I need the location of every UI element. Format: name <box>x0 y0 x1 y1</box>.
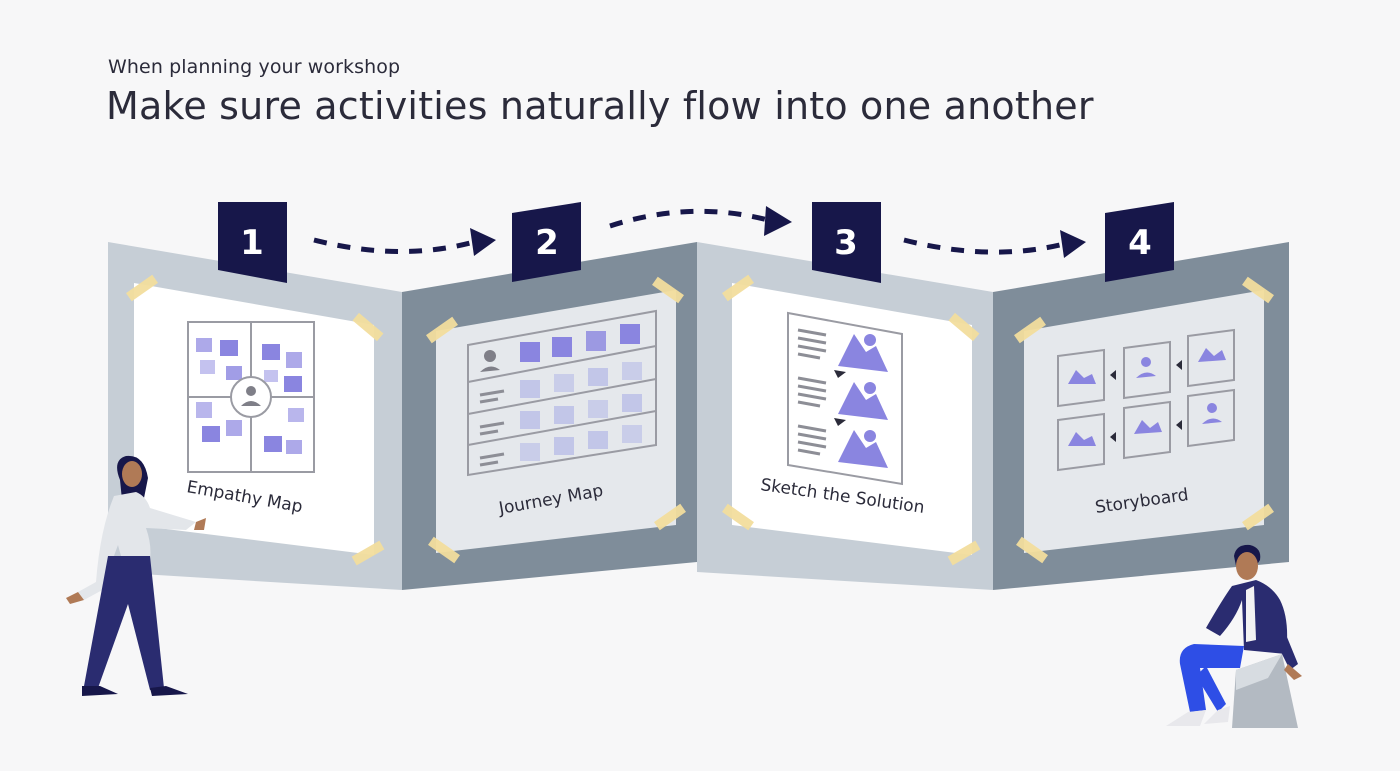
step-badge-2: 2 <box>512 202 581 282</box>
svg-text:4: 4 <box>1128 223 1152 263</box>
journey-map-table-icon <box>467 309 657 477</box>
storyboard-arrows <box>1110 360 1182 442</box>
step-badge-1: 1 <box>218 202 287 283</box>
storyboard-frame-contents <box>1068 348 1226 446</box>
svg-text:2: 2 <box>535 223 559 263</box>
svg-text:3: 3 <box>834 223 858 263</box>
step-badge-3: 3 <box>812 202 881 283</box>
step-badge-4: 4 <box>1105 202 1174 282</box>
sheet-storyboard <box>1024 290 1264 553</box>
woman-presenter-illustration <box>66 455 206 696</box>
tape-strips <box>126 274 1274 566</box>
seated-man-illustration <box>1166 544 1302 728</box>
flow-arrow-1-to-2 <box>313 228 496 256</box>
subtitle: When planning your workshop <box>108 56 401 78</box>
page-title: Make sure activities naturally flow into… <box>106 84 1094 128</box>
empathy-map-grid-icon <box>187 321 315 473</box>
flow-arrow-2-to-3 <box>609 206 792 236</box>
sheet-sketch-solution <box>732 283 972 555</box>
flow-arrow-3-to-4 <box>903 230 1086 258</box>
storyboard-frames-icon <box>1057 328 1235 472</box>
svg-text:1: 1 <box>240 223 264 263</box>
sketch-solution-storyboard-icon <box>787 311 903 486</box>
